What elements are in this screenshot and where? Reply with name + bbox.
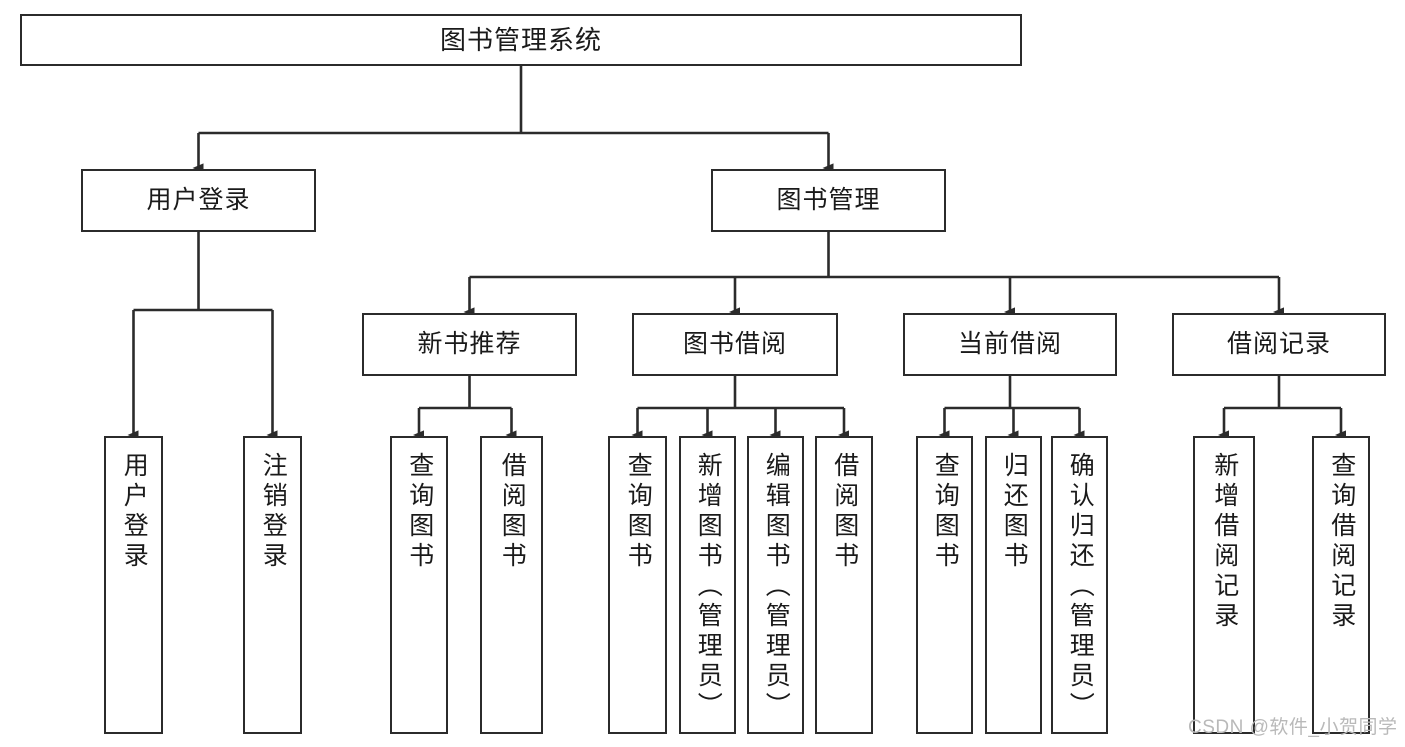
node-new-book-recommendation[interactable]: 新书推荐 <box>362 313 577 376</box>
node-label: 查询图书 <box>931 452 960 572</box>
node-label: 用户登录 <box>146 185 251 214</box>
node-label: 新增借阅记录 <box>1210 452 1239 632</box>
leaf-borrow-book-borrowing[interactable]: 借阅图书 <box>815 436 873 734</box>
node-label: 确认归还（管理员） <box>1066 452 1095 722</box>
leaf-logout[interactable]: 注销登录 <box>243 436 302 734</box>
node-label: 图书管理 <box>776 185 881 214</box>
leaf-query-book-borrowing[interactable]: 查询图书 <box>608 436 667 734</box>
node-label: 新增图书（管理员） <box>694 452 723 722</box>
leaf-add-book-admin[interactable]: 新增图书（管理员） <box>679 436 736 734</box>
node-label: 查询图书 <box>624 452 653 572</box>
node-current-borrowing[interactable]: 当前借阅 <box>903 313 1117 376</box>
node-label: 归还图书 <box>1000 452 1029 572</box>
csdn-watermark: CSDN @软件_小贺同学 <box>1188 717 1398 738</box>
node-label: 借阅图书 <box>830 452 859 572</box>
leaf-borrow-book-recommendation[interactable]: 借阅图书 <box>480 436 543 734</box>
node-book-borrowing[interactable]: 图书借阅 <box>632 313 838 376</box>
leaf-query-book-recommendation[interactable]: 查询图书 <box>390 436 448 734</box>
node-root-book-management-system[interactable]: 图书管理系统 <box>20 14 1022 66</box>
node-label: 查询借阅记录 <box>1327 452 1356 632</box>
leaf-return-book[interactable]: 归还图书 <box>985 436 1042 734</box>
node-label: 注销登录 <box>259 452 288 572</box>
leaf-edit-book-admin[interactable]: 编辑图书（管理员） <box>747 436 804 734</box>
node-label: 查询图书 <box>405 452 434 572</box>
node-book-management[interactable]: 图书管理 <box>711 169 946 232</box>
node-label: 用户登录 <box>120 452 149 572</box>
node-borrowing-records[interactable]: 借阅记录 <box>1172 313 1386 376</box>
leaf-add-borrow-record[interactable]: 新增借阅记录 <box>1193 436 1255 734</box>
leaf-query-borrow-record[interactable]: 查询借阅记录 <box>1312 436 1370 734</box>
node-label: 借阅记录 <box>1226 329 1331 358</box>
leaf-query-book-current[interactable]: 查询图书 <box>916 436 973 734</box>
node-label: 借阅图书 <box>498 452 527 572</box>
node-label: 新书推荐 <box>417 329 522 358</box>
node-label: 图书借阅 <box>682 329 787 358</box>
node-label: 当前借阅 <box>957 329 1062 358</box>
node-user-login[interactable]: 用户登录 <box>81 169 316 232</box>
node-label: 图书管理系统 <box>439 24 602 55</box>
leaf-user-login[interactable]: 用户登录 <box>104 436 163 734</box>
leaf-confirm-return-admin[interactable]: 确认归还（管理员） <box>1051 436 1108 734</box>
node-label: 编辑图书（管理员） <box>762 452 791 722</box>
